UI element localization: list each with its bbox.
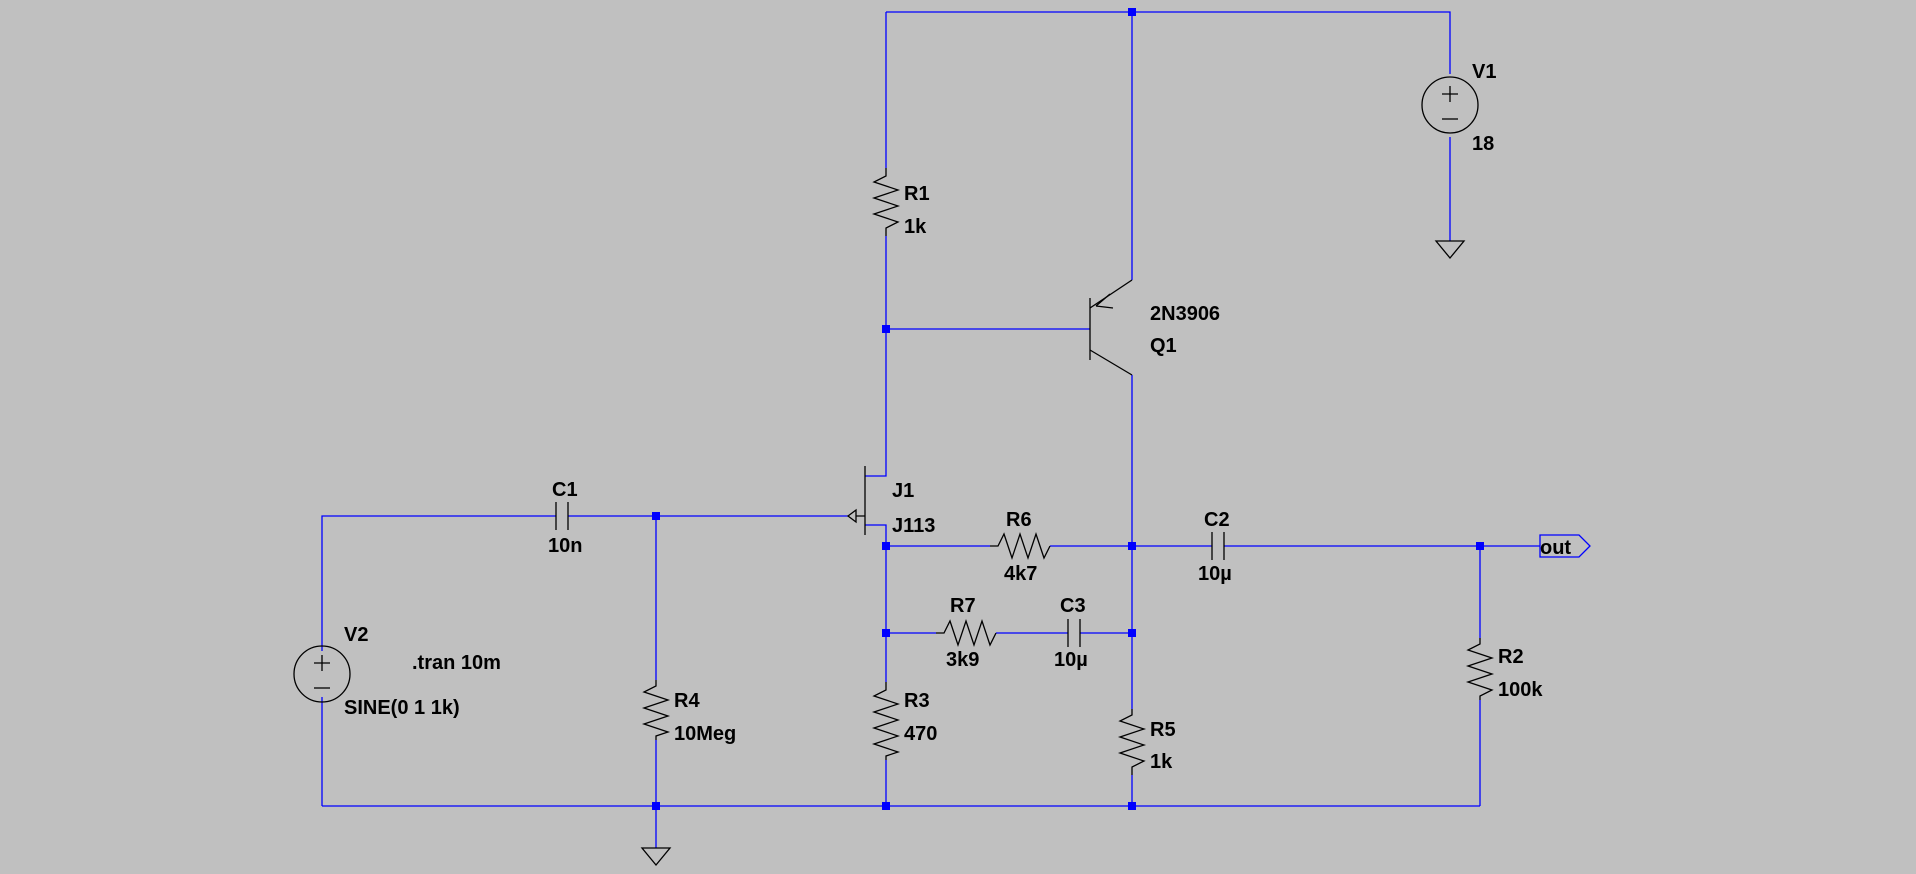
net-label-out[interactable]: out [1539,534,1591,559]
v2-value-label: SINE(0 1 1k) [344,697,460,719]
r3-value-label: 470 [904,723,937,745]
q1-name-label: Q1 [1150,335,1177,357]
transistor-q1[interactable] [1089,279,1133,376]
tran-directive[interactable]: .tran 10m [412,652,501,674]
voltage-source-v2[interactable] [293,645,351,703]
ground-symbol [1434,240,1466,260]
resistor-r7[interactable] [936,618,997,648]
c3-name-label: C3 [1060,595,1086,617]
r1-name-label: R1 [904,183,930,205]
r4-name-label: R4 [674,690,700,712]
resistor-r5[interactable] [1117,709,1147,775]
resistor-r3[interactable] [871,682,901,760]
resistor-r6[interactable] [990,531,1051,561]
r7-value-label: 3k9 [946,649,979,671]
resistor-r4[interactable] [641,680,671,740]
j1-model-label: J113 [892,515,935,537]
v2-name-label: V2 [344,624,368,646]
r7-name-label: R7 [950,595,976,617]
c3-value-label: 10µ [1054,649,1088,671]
capacitor-c2[interactable] [1211,532,1225,560]
c2-value-label: 10µ [1198,563,1232,585]
jfet-j1[interactable] [846,466,866,535]
j1-name-label: J1 [892,480,914,502]
r1-value-label: 1k [904,216,927,238]
capacitor-c1[interactable] [555,502,569,530]
resistor-r2[interactable] [1465,638,1495,700]
q1-model-label: 2N3906 [1150,303,1220,325]
v1-name-label: V1 [1472,61,1496,83]
r6-name-label: R6 [1006,509,1032,531]
r2-value-label: 100k [1498,679,1543,701]
v1-value-label: 18 [1472,133,1494,155]
r5-value-label: 1k [1150,751,1173,773]
r2-name-label: R2 [1498,646,1524,668]
capacitor-c3[interactable] [1067,619,1081,647]
r5-name-label: R5 [1150,719,1176,741]
r3-name-label: R3 [904,690,930,712]
c1-name-label: C1 [552,479,578,501]
wires [321,11,1540,848]
c1-value-label: 10n [548,535,582,557]
ground-symbol [640,847,672,867]
r6-value-label: 4k7 [1004,563,1037,585]
junctions [652,8,1484,810]
resistor-r1[interactable] [871,168,901,236]
c2-name-label: C2 [1204,509,1230,531]
net-label-out-text: out [1540,537,1571,559]
r4-value-label: 10Meg [674,723,736,745]
voltage-source-v1[interactable] [1421,76,1479,134]
